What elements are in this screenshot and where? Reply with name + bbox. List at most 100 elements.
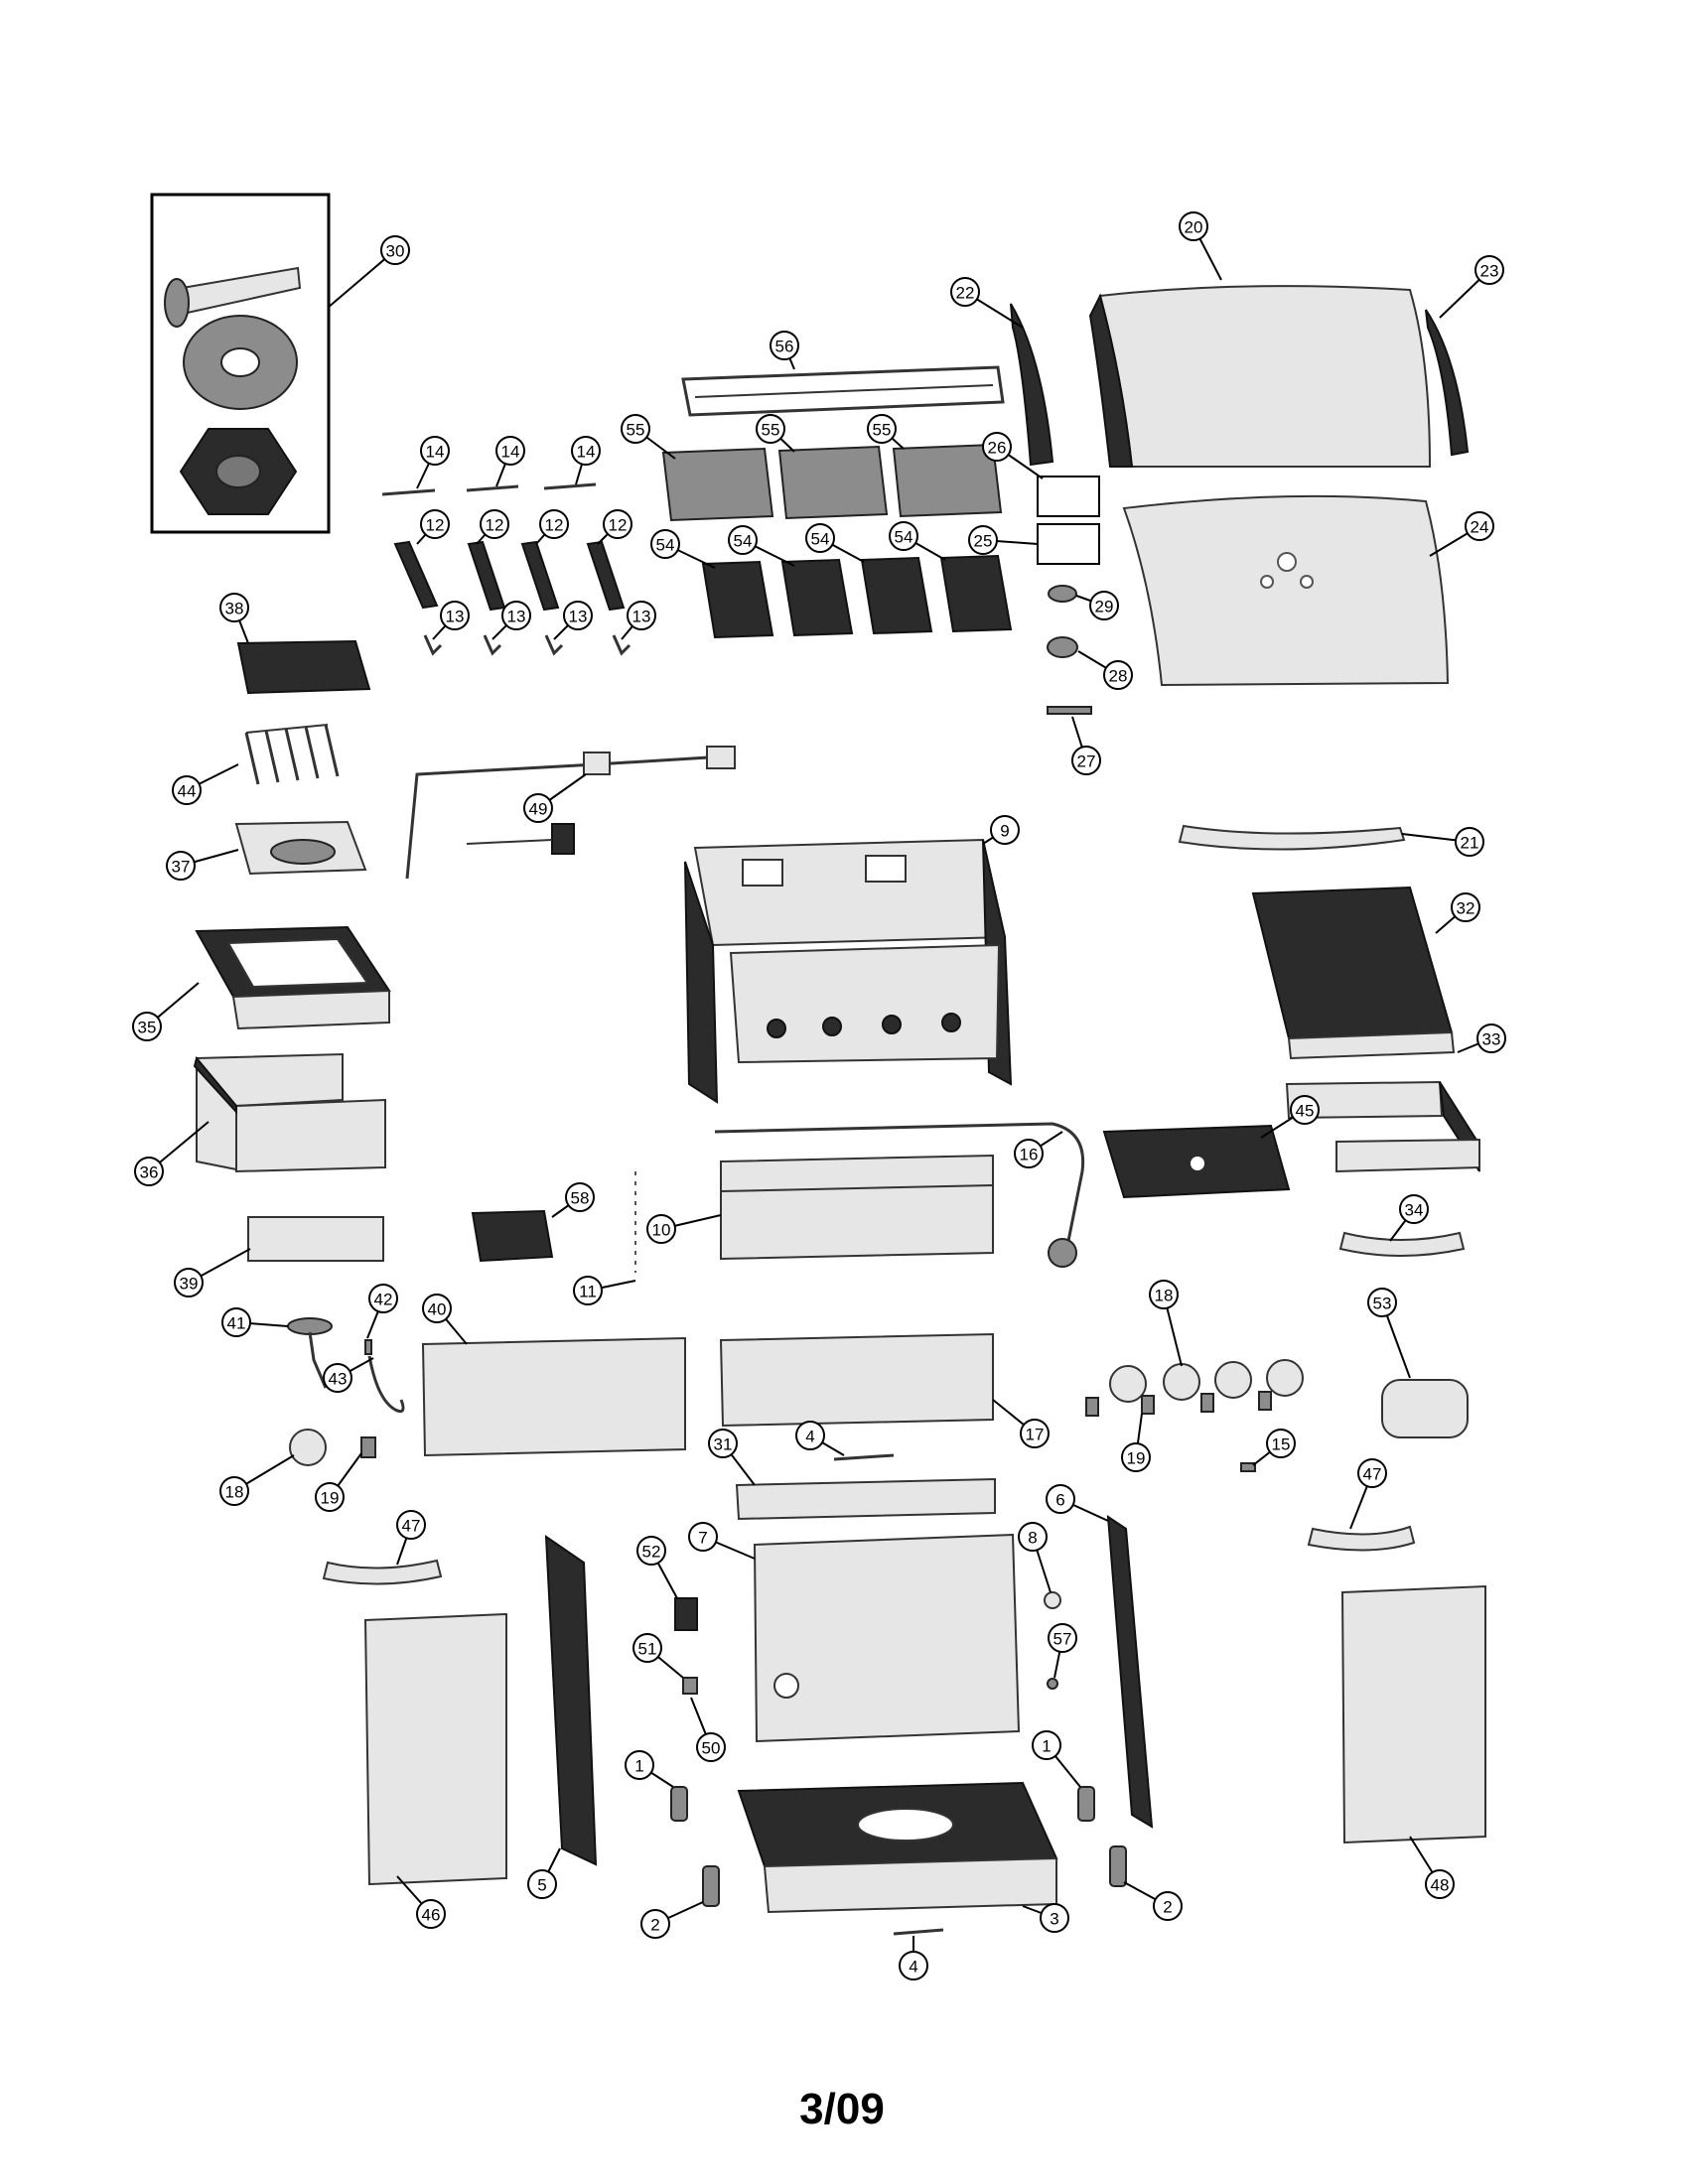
callout-circle bbox=[899, 1951, 928, 1980]
callout-number: 54 bbox=[656, 536, 675, 555]
callout-circle bbox=[621, 414, 650, 444]
callout-number: 18 bbox=[1155, 1287, 1174, 1305]
callout-number: 4 bbox=[805, 1428, 814, 1446]
callout-number: 35 bbox=[138, 1019, 157, 1037]
callout-number: 29 bbox=[1095, 598, 1114, 616]
callout-circle bbox=[889, 521, 918, 551]
callout-circle bbox=[1179, 211, 1208, 241]
callout-circle bbox=[708, 1429, 738, 1458]
callout-number: 46 bbox=[422, 1906, 441, 1925]
callout-number: 55 bbox=[873, 421, 892, 440]
callout-circle bbox=[1266, 1429, 1296, 1458]
callout-number: 2 bbox=[650, 1916, 659, 1935]
callout-number: 12 bbox=[426, 516, 445, 535]
callout-number: 22 bbox=[956, 284, 975, 303]
callout-4: 4 bbox=[899, 1951, 928, 1980]
callout-14: 14 bbox=[420, 436, 450, 466]
callout-number: 13 bbox=[446, 608, 465, 626]
callout-number: 37 bbox=[172, 858, 191, 877]
callout-number: 55 bbox=[762, 421, 780, 440]
callout-number: 10 bbox=[652, 1221, 671, 1240]
callout-circle bbox=[1476, 1024, 1506, 1053]
part-13-clip-4 bbox=[612, 634, 632, 656]
callout-circle bbox=[315, 1482, 345, 1512]
callout-34: 34 bbox=[1399, 1194, 1429, 1224]
callout-circle bbox=[323, 1363, 352, 1393]
callout-circle bbox=[1367, 1288, 1397, 1317]
callout-circle bbox=[573, 1276, 603, 1305]
part-53-rotisserie-kit bbox=[1381, 1379, 1469, 1438]
callout-18: 18 bbox=[219, 1476, 249, 1506]
callout-40: 40 bbox=[422, 1294, 452, 1323]
callout-circle bbox=[501, 601, 531, 630]
part-54-heat-tent-4 bbox=[939, 554, 1013, 633]
callout-number: 3 bbox=[1050, 1910, 1058, 1929]
callout-number: 43 bbox=[329, 1370, 348, 1389]
callout-17: 17 bbox=[1020, 1419, 1050, 1448]
callout-31: 31 bbox=[708, 1429, 738, 1458]
callout-number: 24 bbox=[1471, 518, 1489, 537]
callout-number: 14 bbox=[501, 443, 520, 462]
part-19-knob-bezels bbox=[1085, 1391, 1272, 1417]
callout-number: 13 bbox=[632, 608, 651, 626]
callout-25: 25 bbox=[968, 525, 998, 555]
callout-number: 39 bbox=[180, 1275, 199, 1294]
callout-48: 48 bbox=[1425, 1869, 1455, 1899]
callout-circle bbox=[696, 1732, 726, 1762]
part-2-wheel-left bbox=[702, 1865, 720, 1907]
callout-29: 29 bbox=[1089, 591, 1119, 620]
part-19-side-bezel bbox=[360, 1436, 376, 1458]
callout-number: 48 bbox=[1431, 1876, 1450, 1895]
callout-number: 2 bbox=[1163, 1898, 1172, 1917]
callout-number: 31 bbox=[714, 1435, 733, 1454]
callout-46: 46 bbox=[416, 1899, 446, 1929]
callout-circle bbox=[523, 793, 553, 823]
part-31-rail bbox=[735, 1477, 996, 1521]
callout-54: 54 bbox=[805, 523, 835, 553]
callout-circle bbox=[756, 414, 785, 444]
part-34-side-handle bbox=[1338, 1231, 1466, 1257]
part-3-cart-base bbox=[737, 1781, 1058, 1914]
callout-21: 21 bbox=[1455, 827, 1484, 857]
callout-circle bbox=[172, 775, 202, 805]
part-55-cooking-grate-3 bbox=[892, 443, 1003, 518]
callout-36: 36 bbox=[134, 1157, 164, 1186]
callout-circle bbox=[1020, 1419, 1050, 1448]
callout-12: 12 bbox=[603, 509, 632, 539]
callout-circle bbox=[396, 1510, 426, 1540]
callout-49: 49 bbox=[523, 793, 553, 823]
part-23-lid-end-cap bbox=[1425, 309, 1470, 457]
callout-circle bbox=[1121, 1442, 1151, 1472]
part-35-side-shelf-frame bbox=[195, 925, 391, 1030]
callout-circle bbox=[1153, 1891, 1183, 1921]
part-21-lid-handle bbox=[1178, 824, 1406, 851]
callout-number: 13 bbox=[569, 608, 588, 626]
part-36-side-shelf-base bbox=[193, 1052, 386, 1173]
part-33-side-shelf-frame bbox=[1285, 1080, 1480, 1173]
part-12-burner-1 bbox=[393, 540, 439, 610]
callout-47: 47 bbox=[1357, 1458, 1387, 1488]
revision-date: 3/09 bbox=[799, 2085, 885, 2133]
part-55-cooking-grate-2 bbox=[777, 445, 889, 520]
callout-number: 47 bbox=[402, 1517, 421, 1536]
callout-13: 13 bbox=[440, 601, 470, 630]
callout-circle bbox=[982, 432, 1012, 462]
callout-12: 12 bbox=[480, 509, 509, 539]
part-43-wire bbox=[367, 1355, 405, 1414]
callout-13: 13 bbox=[501, 601, 531, 630]
callout-number: 26 bbox=[988, 439, 1007, 458]
callout-number: 50 bbox=[702, 1739, 721, 1758]
callout-30: 30 bbox=[380, 235, 410, 265]
callout-circle bbox=[221, 1307, 251, 1337]
callout-number: 45 bbox=[1296, 1102, 1315, 1121]
part-54-heat-tent-1 bbox=[701, 560, 774, 639]
part-15-screw bbox=[1240, 1462, 1256, 1472]
callout-circle bbox=[1290, 1095, 1320, 1125]
part-10-control-panel bbox=[720, 1154, 994, 1261]
part-44-side-burner-rack bbox=[244, 724, 340, 785]
callout-number: 12 bbox=[545, 516, 564, 535]
callout-circle bbox=[1399, 1194, 1429, 1224]
callout-circle bbox=[867, 414, 897, 444]
part-54-heat-tent-2 bbox=[780, 558, 854, 637]
